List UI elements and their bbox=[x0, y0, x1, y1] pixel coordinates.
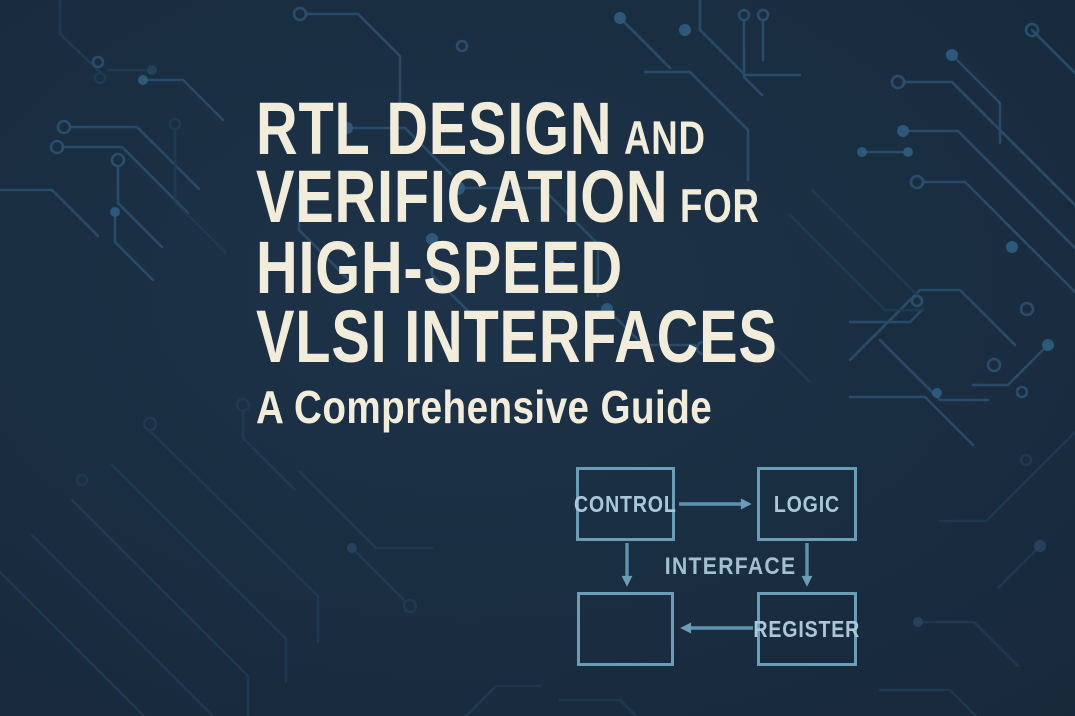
title-line-1-small: AND bbox=[624, 111, 706, 164]
diagram-node-logic: LOGIC bbox=[757, 467, 857, 541]
diagram-node-control-label: CONTROL bbox=[574, 490, 677, 517]
title-line-1: RTL DESIGN AND bbox=[256, 92, 706, 166]
diagram-interface-label: INTERFACE bbox=[664, 553, 797, 580]
title-line-2: VERIFICATION FOR bbox=[256, 160, 760, 234]
diagram-node-logic-label: LOGIC bbox=[773, 490, 841, 517]
diagram-node-control: CONTROL bbox=[574, 467, 677, 541]
diagram-node-register: REGISTER bbox=[754, 592, 860, 666]
diagram-node-empty bbox=[577, 592, 674, 666]
subtitle: A Comprehensive Guide bbox=[256, 381, 713, 433]
title-line-1-main: RTL DESIGN bbox=[256, 87, 613, 170]
title-line-3: HIGH-SPEED bbox=[256, 231, 623, 305]
title-line-4: VLSI INTERFACES bbox=[256, 300, 778, 374]
title-line-2-small: FOR bbox=[680, 179, 760, 232]
title-line-3-main: HIGH-SPEED bbox=[256, 226, 624, 309]
title-line-2-main: VERIFICATION bbox=[256, 155, 669, 238]
title-line-4-main: VLSI INTERFACES bbox=[256, 295, 778, 378]
diagram-node-register-label: REGISTER bbox=[753, 615, 861, 642]
